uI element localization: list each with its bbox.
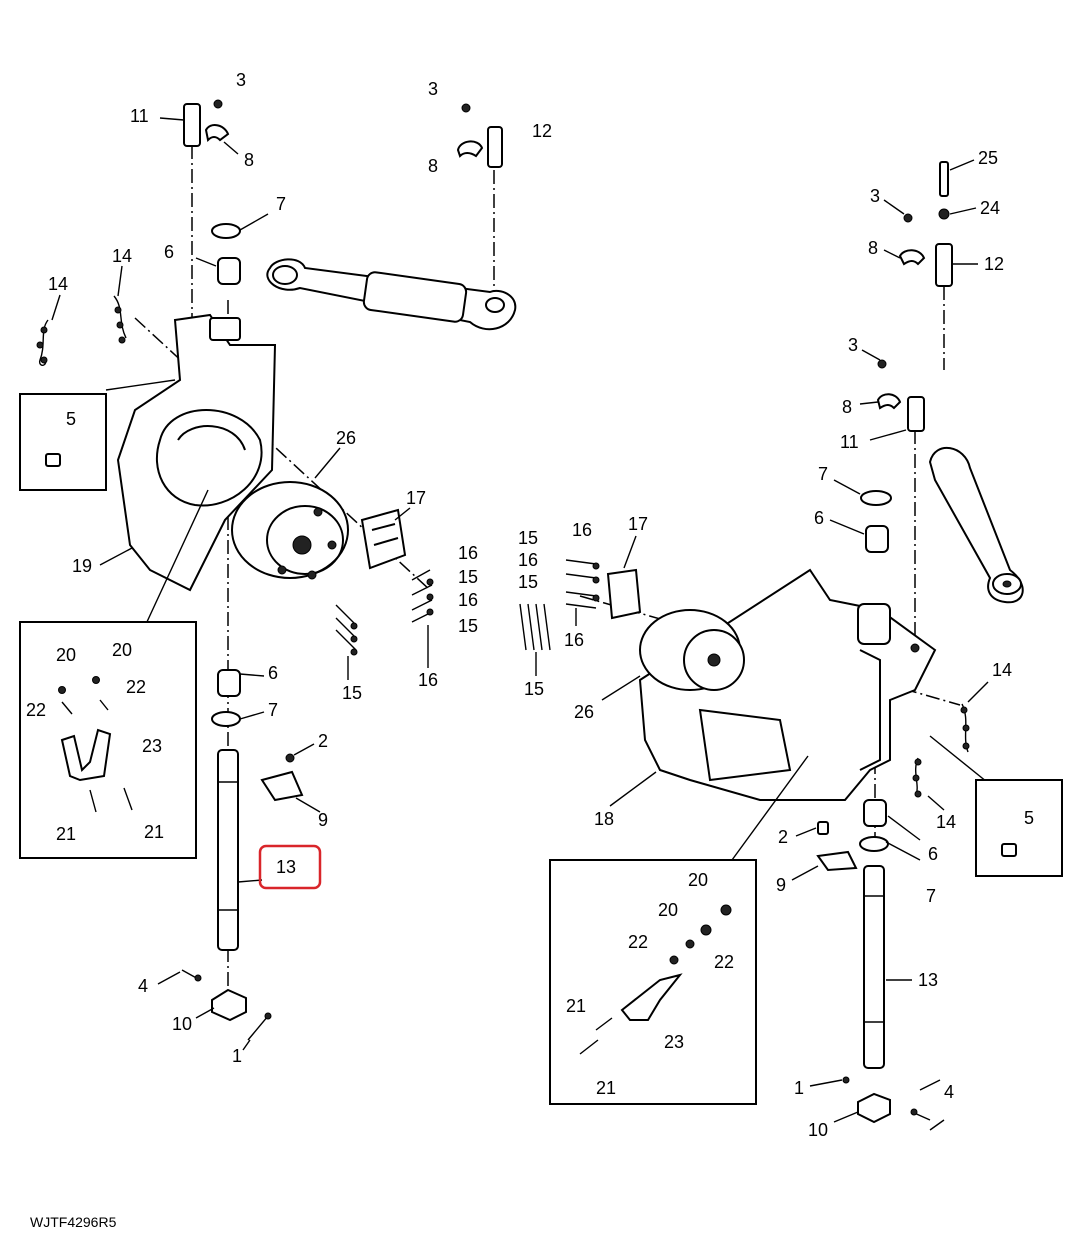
callout-left-16a: 16 bbox=[458, 543, 478, 563]
callout-right-8a: 8 bbox=[868, 238, 878, 258]
callout-right-15a: 15 bbox=[518, 528, 538, 548]
callout-left-inset-21a: 21 bbox=[56, 824, 76, 844]
right-bolt-set bbox=[519, 559, 600, 651]
callout-left-14a: 14 bbox=[112, 246, 132, 266]
callout-right-15c: 15 bbox=[524, 679, 544, 699]
callout-right-14b: 14 bbox=[936, 812, 956, 832]
callout-right-16b: 16 bbox=[518, 550, 538, 570]
callout-left-7b: 7 bbox=[268, 700, 278, 720]
left-box-5 bbox=[19, 393, 107, 491]
callout-right-8b: 8 bbox=[842, 397, 852, 417]
right-detail-inset bbox=[549, 859, 757, 1105]
callout-left-17: 17 bbox=[406, 488, 426, 508]
callout-left-11: 11 bbox=[130, 106, 149, 126]
callout-right-4: 4 bbox=[944, 1082, 954, 1102]
left-detail-inset bbox=[19, 621, 197, 859]
callout-right-17: 17 bbox=[628, 514, 648, 534]
callout-left-2: 2 bbox=[318, 731, 328, 751]
figure-id: WJTF4296R5 bbox=[30, 1214, 117, 1230]
callout-left-inset-22a: 22 bbox=[26, 700, 46, 720]
callout-right-1: 1 bbox=[794, 1078, 804, 1098]
left-bolt-set bbox=[335, 569, 434, 656]
callout-left-1: 1 bbox=[232, 1046, 242, 1066]
callout-right-7b: 7 bbox=[926, 886, 936, 906]
callout-right-inset-22a: 22 bbox=[628, 932, 648, 952]
callout-right-3a: 3 bbox=[870, 186, 880, 206]
top-steering-cylinder bbox=[266, 103, 517, 331]
callout-left-15b: 15 bbox=[458, 616, 478, 636]
callout-left-inset-20a: 20 bbox=[56, 645, 76, 665]
callout-left-10: 10 bbox=[172, 1014, 192, 1034]
callout-right-6b: 6 bbox=[928, 844, 938, 864]
callout-left-6a: 6 bbox=[164, 242, 174, 262]
callout-left-19: 19 bbox=[72, 556, 92, 576]
left-axle-assembly bbox=[36, 99, 434, 1051]
callout-right-16a: 16 bbox=[572, 520, 592, 540]
callout-left-14b: 14 bbox=[48, 274, 68, 294]
callout-right-11: 11 bbox=[840, 432, 859, 452]
callout-labels: 3 8 12 3 11 8 7 6 14 14 5 26 17 19 16 15… bbox=[26, 70, 1034, 1140]
callout-right-2: 2 bbox=[778, 827, 788, 847]
callout-left-7a: 7 bbox=[276, 194, 286, 214]
callout-right-6a: 6 bbox=[814, 508, 824, 528]
callout-right-13: 13 bbox=[918, 970, 938, 990]
callout-left-3: 3 bbox=[236, 70, 246, 90]
callout-right-26: 26 bbox=[574, 702, 594, 722]
callout-right-14a: 14 bbox=[992, 660, 1012, 680]
callout-left-16c: 16 bbox=[418, 670, 438, 690]
callout-left-15a: 15 bbox=[458, 567, 478, 587]
highlight-callout-13 bbox=[258, 844, 322, 890]
callout-top-8: 8 bbox=[428, 156, 438, 176]
callout-left-8: 8 bbox=[244, 150, 254, 170]
callout-left-6b: 6 bbox=[268, 663, 278, 683]
callout-right-7a: 7 bbox=[818, 464, 828, 484]
callout-right-inset-21b: 21 bbox=[596, 1078, 616, 1098]
callout-left-inset-21b: 21 bbox=[144, 822, 164, 842]
callout-right-9: 9 bbox=[776, 875, 786, 895]
right-axle-assembly bbox=[519, 159, 1024, 1131]
callout-right-inset-23: 23 bbox=[664, 1032, 684, 1052]
callout-right-inset-21a: 21 bbox=[566, 996, 586, 1016]
callout-left-16b: 16 bbox=[458, 590, 478, 610]
callout-left-5: 5 bbox=[66, 409, 76, 429]
callout-right-3b: 3 bbox=[848, 335, 858, 355]
callout-left-inset-20b: 20 bbox=[112, 640, 132, 660]
callout-top-3: 3 bbox=[428, 79, 438, 99]
callout-right-inset-20a: 20 bbox=[688, 870, 708, 890]
callout-left-4: 4 bbox=[138, 976, 148, 996]
callout-right-5: 5 bbox=[1024, 808, 1034, 828]
callout-right-18: 18 bbox=[594, 809, 614, 829]
callout-right-inset-20b: 20 bbox=[658, 900, 678, 920]
callout-right-10: 10 bbox=[808, 1120, 828, 1140]
callout-top-12: 12 bbox=[532, 121, 552, 141]
callout-left-13: 13 bbox=[276, 857, 296, 877]
right-box-5 bbox=[975, 779, 1063, 877]
callout-right-25: 25 bbox=[978, 148, 998, 168]
callout-left-15c: 15 bbox=[342, 683, 362, 703]
callout-left-inset-23: 23 bbox=[142, 736, 162, 756]
callout-left-inset-22b: 22 bbox=[126, 677, 146, 697]
callout-right-15b: 15 bbox=[518, 572, 538, 592]
callout-right-16c: 16 bbox=[564, 630, 584, 650]
callout-right-12: 12 bbox=[984, 254, 1004, 274]
callout-left-26: 26 bbox=[336, 428, 356, 448]
callout-right-inset-22b: 22 bbox=[714, 952, 734, 972]
callout-left-9: 9 bbox=[318, 810, 328, 830]
callout-right-24: 24 bbox=[980, 198, 1000, 218]
